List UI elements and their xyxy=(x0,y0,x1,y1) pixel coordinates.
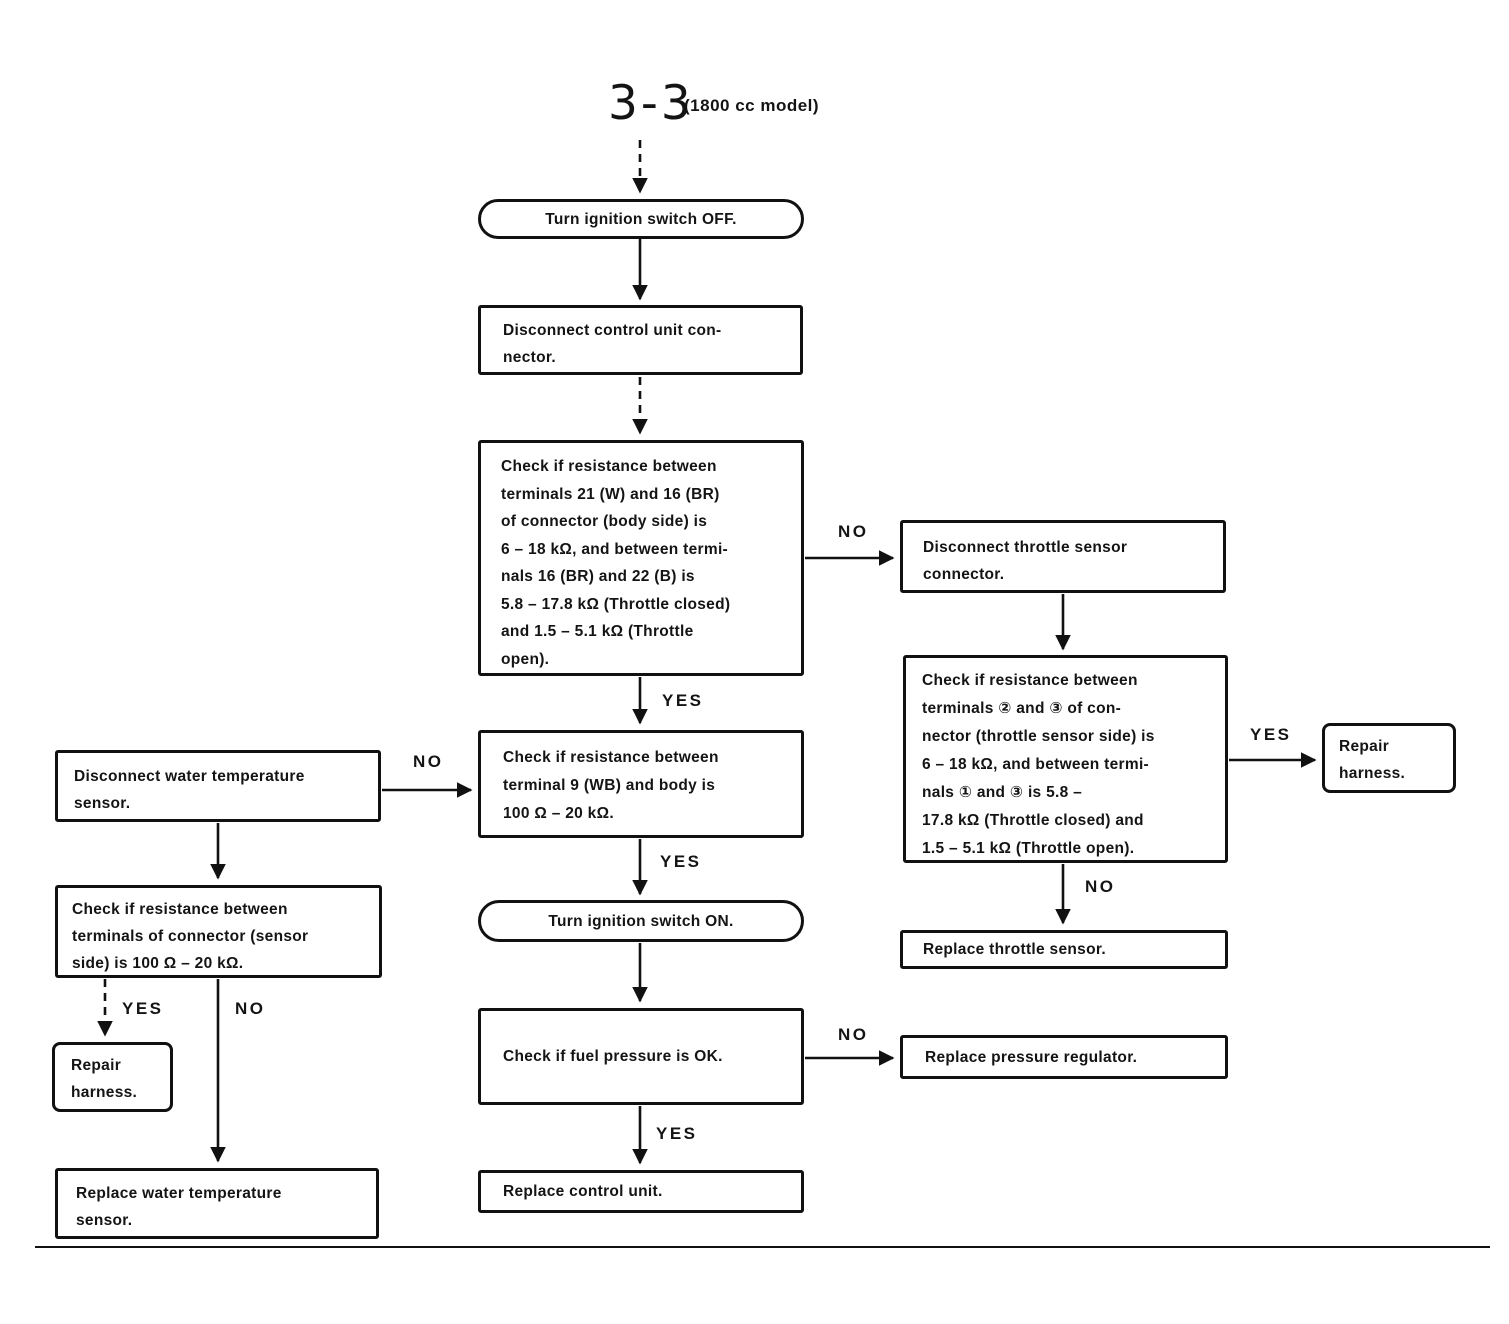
node-check-resistance-throttle-side: Check if resistance between terminals ② … xyxy=(903,655,1228,863)
node-check-fuel-pressure: Check if fuel pressure is OK. xyxy=(478,1008,804,1105)
label-yes-fuel-pressure: YES xyxy=(656,1124,698,1143)
label-yes-body-check: YES xyxy=(662,691,704,710)
node-check-resistance-body-side: Check if resistance between terminals 21… xyxy=(478,440,804,676)
node-repair-harness-right: Repair harness. xyxy=(1322,723,1456,793)
node-replace-throttle-sensor: Replace throttle sensor. xyxy=(900,930,1228,969)
section-model: (1800 cc model) xyxy=(684,96,820,115)
node-check-resistance-terminal9: Check if resistance between terminal 9 (… xyxy=(478,730,804,838)
label-no-fuel-pressure: NO xyxy=(838,1025,869,1044)
node-disconnect-throttle-sensor: Disconnect throttle sensor connector. xyxy=(900,520,1226,593)
label-no-water-temp-link: NO xyxy=(413,752,444,771)
node-turn-ignition-off: Turn ignition switch OFF. xyxy=(478,199,804,239)
node-replace-control-unit: Replace control unit. xyxy=(478,1170,804,1213)
node-disconnect-water-temp-sensor: Disconnect water temperature sensor. xyxy=(55,750,381,822)
node-disconnect-control-unit: Disconnect control unit con- nector. xyxy=(478,305,803,375)
label-no-throttle-check: NO xyxy=(1085,877,1116,896)
node-repair-harness-left: Repair harness. xyxy=(52,1042,173,1112)
node-replace-pressure-regulator: Replace pressure regulator. xyxy=(900,1035,1228,1079)
label-yes-sensor-side: YES xyxy=(122,999,164,1018)
node-replace-water-temp-sensor: Replace water temperature sensor. xyxy=(55,1168,379,1239)
node-check-resistance-sensor-side: Check if resistance between terminals of… xyxy=(55,885,382,978)
label-yes-throttle-check: YES xyxy=(1250,725,1292,744)
node-turn-ignition-on: Turn ignition switch ON. xyxy=(478,900,804,942)
label-yes-terminal9: YES xyxy=(660,852,702,871)
label-no-body-check: NO xyxy=(838,522,869,541)
label-no-sensor-side: NO xyxy=(235,999,266,1018)
section-number: 3-3 xyxy=(608,76,694,131)
